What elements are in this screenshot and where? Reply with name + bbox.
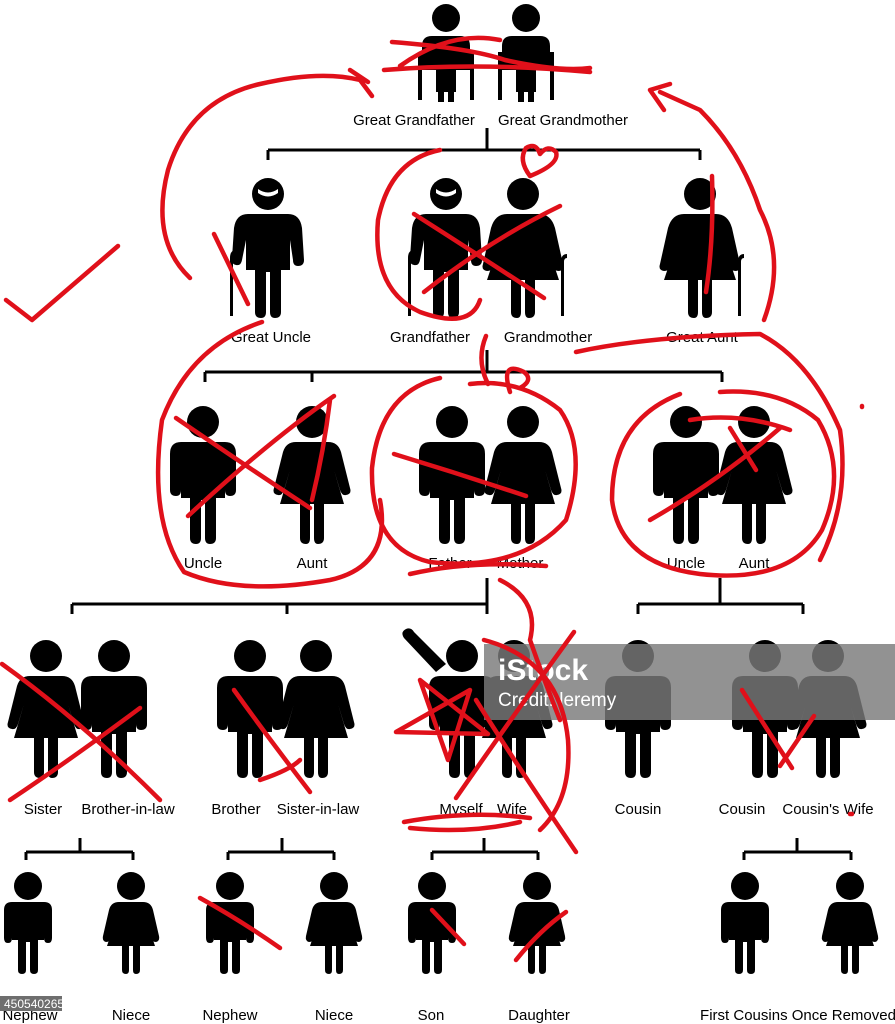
annotation-parents-circle bbox=[369, 375, 578, 566]
red-annotations bbox=[0, 35, 865, 963]
label-niece-2: Niece bbox=[315, 1007, 353, 1024]
uncle-right-figure bbox=[653, 406, 719, 544]
label-grandfather: Grandfather bbox=[390, 329, 470, 346]
label-cousins-wife: Cousin's Wife bbox=[782, 801, 873, 818]
annotation-great-uncle-strike bbox=[211, 231, 251, 307]
stock-id-badge bbox=[0, 996, 62, 1011]
label-sister-in-law: Sister-in-law bbox=[277, 801, 360, 818]
annotation-grandparents-circle bbox=[375, 147, 483, 321]
annotation-right-uncle-aunt-circle bbox=[609, 389, 837, 578]
label-uncle-left: Uncle bbox=[184, 555, 222, 572]
annotation-left-arrow bbox=[160, 67, 375, 281]
annotation-right-uncle-aunt-x bbox=[647, 415, 793, 523]
watermark: iStock Credit: leremy 450540265 bbox=[0, 644, 895, 1011]
label-nephew-1: Nephew bbox=[2, 1007, 57, 1024]
niece-2-figure bbox=[305, 872, 363, 974]
annotation-son-strike bbox=[429, 907, 467, 947]
aunt-left-figure bbox=[273, 406, 351, 544]
annotation-checkmark bbox=[3, 243, 121, 323]
annotation-dots bbox=[847, 403, 865, 817]
annotation-myself-underline bbox=[401, 812, 533, 833]
watermark-band bbox=[484, 644, 895, 720]
label-niece-1: Niece bbox=[112, 1007, 150, 1024]
uncle-left-figure bbox=[170, 406, 236, 544]
label-cousin-married: Cousin bbox=[719, 801, 766, 818]
figures bbox=[4, 4, 879, 974]
myself-figure bbox=[402, 628, 495, 778]
annotation-center-squiggle bbox=[479, 333, 563, 723]
label-grandmother: Grandmother bbox=[504, 329, 592, 346]
label-sister: Sister bbox=[24, 801, 62, 818]
label-brother: Brother bbox=[211, 801, 260, 818]
annotation-great-aunt-strike bbox=[703, 173, 715, 295]
annotation-right-loop bbox=[573, 331, 845, 563]
label-first-cousins-removed: First Cousins Once Removed bbox=[700, 1007, 895, 1024]
cousin-removed-girl-figure bbox=[821, 872, 879, 974]
annotation-top-strike bbox=[381, 35, 593, 75]
great-grandmother-figure bbox=[498, 4, 554, 102]
annotation-cousin-x bbox=[739, 687, 817, 771]
great-uncle-figure bbox=[230, 178, 304, 318]
label-nephew-2: Nephew bbox=[202, 1007, 257, 1024]
labels: Great Grandfather Great Grandmother Grea… bbox=[2, 112, 895, 1024]
grandmother-figure bbox=[482, 178, 567, 318]
stock-id-text: 450540265 bbox=[4, 997, 64, 1011]
annotation-left-uncle-aunt-x bbox=[173, 393, 337, 519]
annotation-grandparents-x bbox=[411, 203, 563, 301]
nephew-1-figure bbox=[4, 872, 52, 974]
label-aunt-right: Aunt bbox=[739, 555, 771, 572]
annotation-daughter-strike bbox=[513, 909, 569, 963]
mother-figure bbox=[484, 406, 562, 544]
niece-1-figure bbox=[102, 872, 160, 974]
great-grandfather-figure bbox=[418, 4, 474, 102]
label-great-grandmother: Great Grandmother bbox=[498, 112, 628, 129]
annotation-star bbox=[393, 677, 491, 763]
label-brother-in-law: Brother-in-law bbox=[81, 801, 175, 818]
tree-connectors bbox=[24, 128, 853, 860]
father-figure bbox=[419, 406, 485, 544]
annotation-parents-underline bbox=[407, 561, 549, 577]
label-son: Son bbox=[418, 1007, 445, 1024]
annotation-left-uncle-aunt-loop bbox=[155, 319, 385, 589]
annotation-right-arrow bbox=[647, 81, 777, 323]
annotation-brother-strike bbox=[231, 687, 313, 795]
annotation-nephew-strike bbox=[197, 895, 283, 951]
label-great-uncle: Great Uncle bbox=[231, 329, 311, 346]
son-figure bbox=[408, 872, 456, 974]
label-aunt-left: Aunt bbox=[297, 555, 329, 572]
sister-in-law-figure bbox=[277, 640, 355, 778]
annotation-parents-strike bbox=[391, 451, 529, 499]
nephew-2-figure bbox=[206, 872, 254, 974]
cousin-removed-boy-figure bbox=[721, 872, 769, 974]
great-aunt-figure bbox=[659, 178, 744, 318]
annotation-heart bbox=[520, 143, 559, 179]
label-cousin-single: Cousin bbox=[615, 801, 662, 818]
label-daughter: Daughter bbox=[508, 1007, 570, 1024]
label-great-grandfather: Great Grandfather bbox=[353, 112, 475, 129]
annotation-myself-wife-x bbox=[453, 629, 579, 855]
annotation-sister-x bbox=[0, 661, 163, 803]
